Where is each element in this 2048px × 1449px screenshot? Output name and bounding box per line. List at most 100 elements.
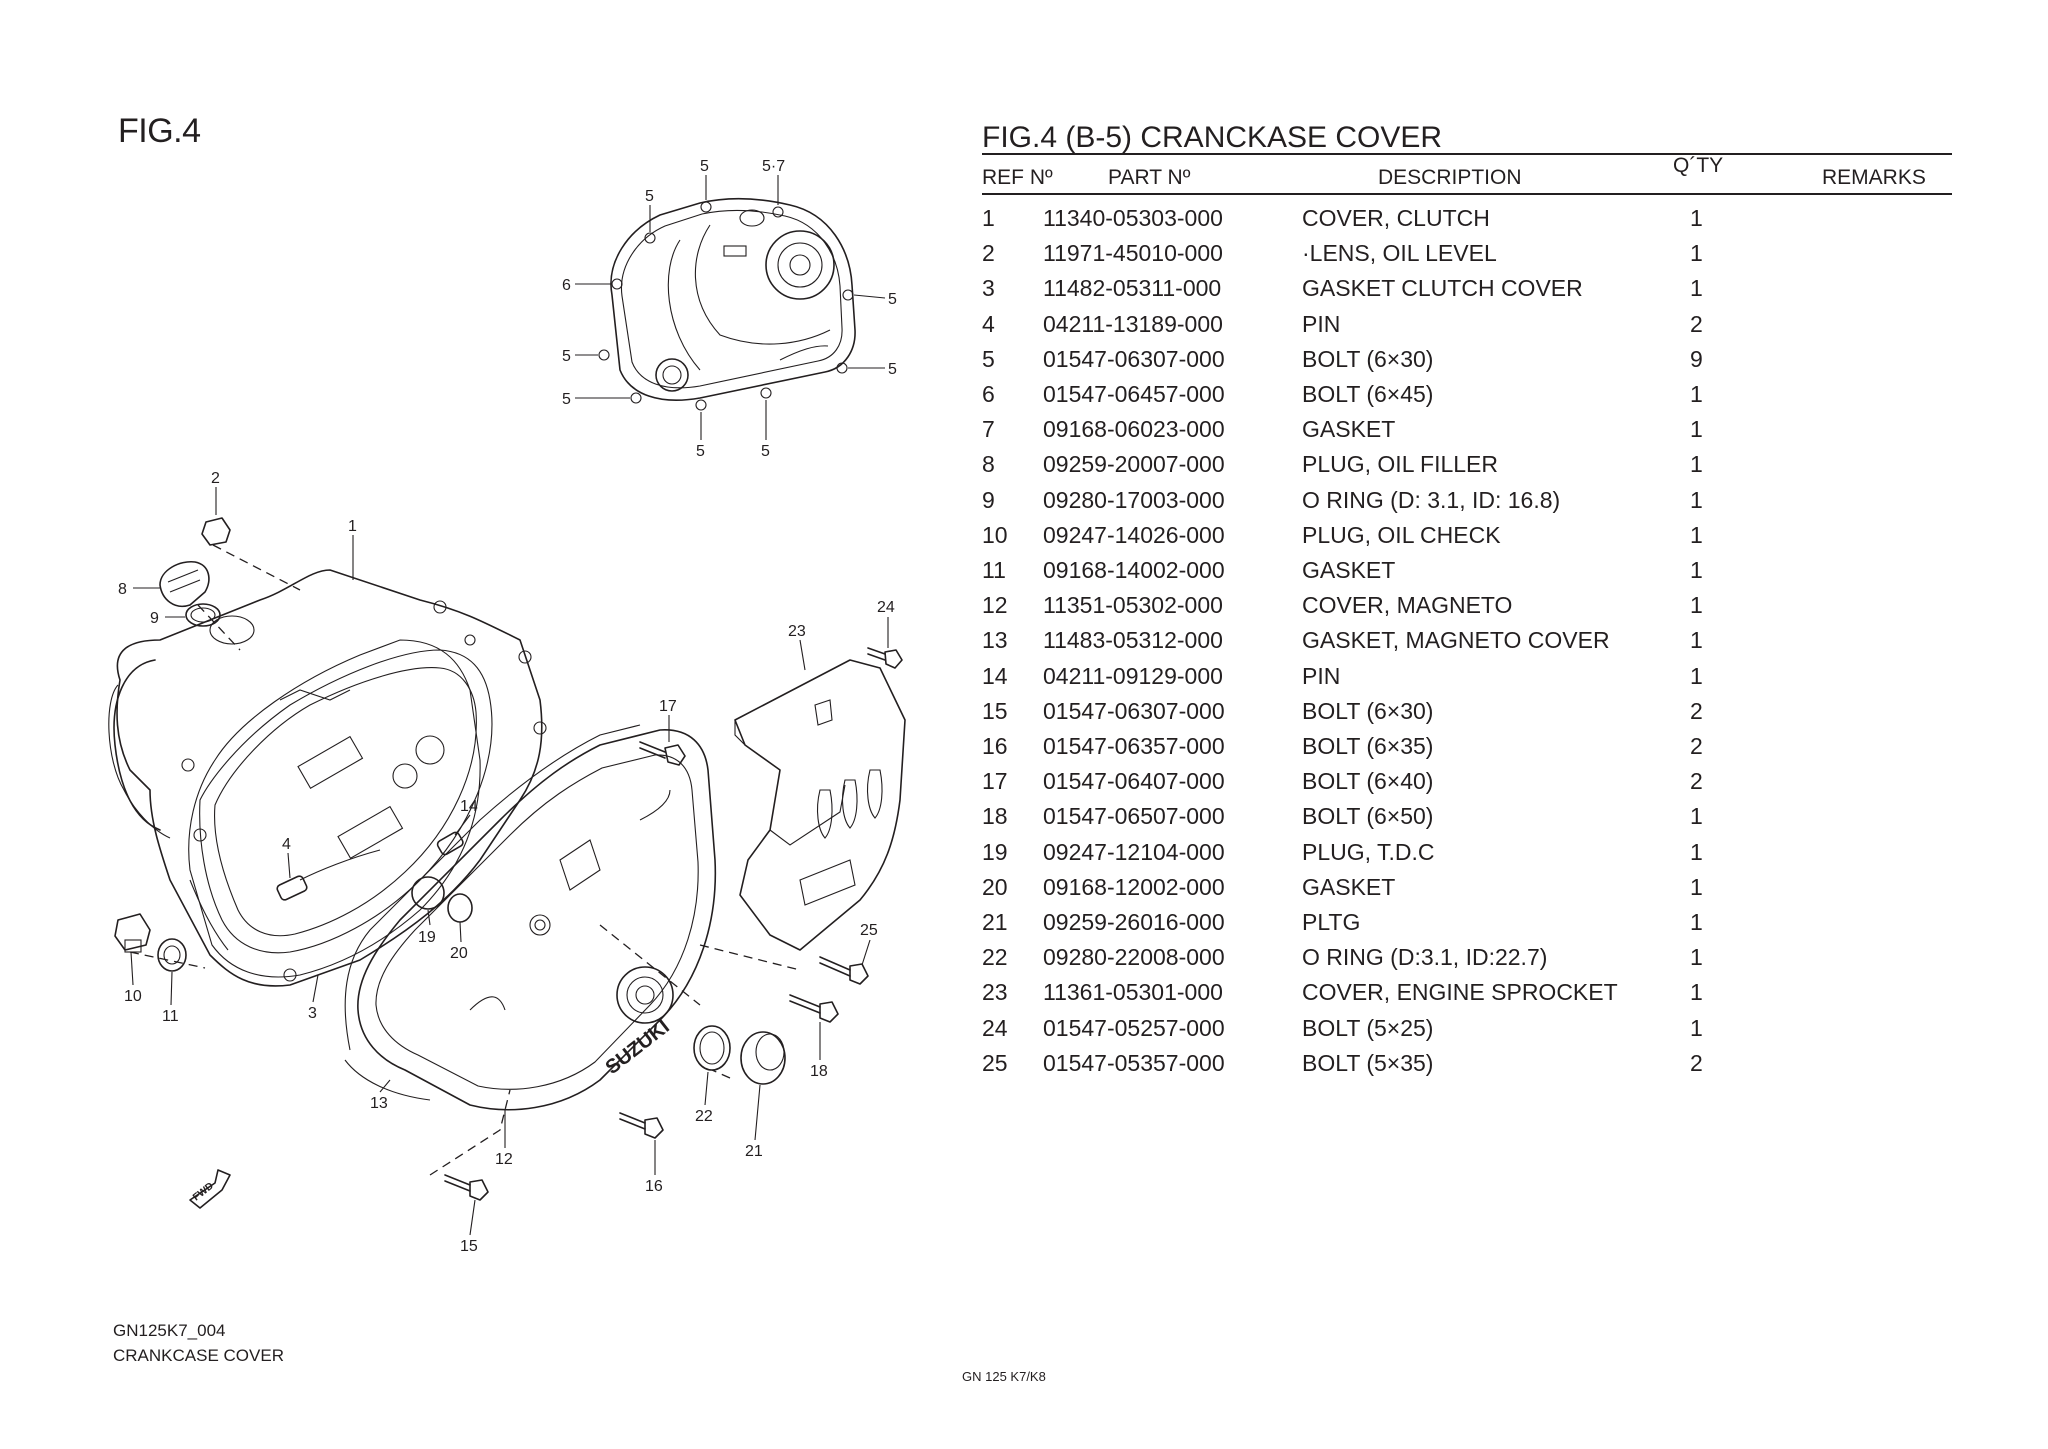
callout-20: 20 [450, 945, 468, 962]
callout-12: 12 [495, 1151, 513, 1168]
row-qty: 1 [1690, 557, 1703, 583]
row-description: GASKET CLUTCH COVER [1302, 275, 1583, 302]
row-description: BOLT (6×30) [1302, 345, 1434, 372]
row-description: PLTG [1302, 909, 1361, 935]
row-part-number: 01547-06507-000 [1043, 803, 1225, 830]
row-part-number: 09280-22008-000 [1043, 944, 1225, 971]
row-qty: 1 [1690, 592, 1703, 619]
row-qty: 1 [1690, 944, 1703, 971]
row-ref: 15 [982, 697, 1008, 724]
inset-callout: 5 [761, 443, 770, 460]
model-footer: GN 125 K7/K8 [962, 1369, 1046, 1384]
row-ref: 3 [982, 275, 995, 302]
row-ref: 9 [982, 486, 995, 513]
row-part-number: 04211-13189-000 [1043, 310, 1223, 337]
row-ref: 7 [982, 416, 995, 443]
inset-callout: 5·7 [762, 158, 785, 175]
row-description: BOLT (6×45) [1302, 381, 1434, 407]
row-ref: 8 [982, 451, 995, 478]
row-qty: 2 [1690, 697, 1703, 724]
row-description: GASKET, MAGNETO COVER [1302, 627, 1610, 654]
row-qty: 1 [1690, 486, 1703, 513]
row-ref: 25 [982, 1049, 1008, 1076]
callout-23: 23 [788, 623, 806, 640]
row-description: COVER, MAGNETO [1302, 592, 1513, 619]
row-part-number: 11340-05303-000 [1043, 205, 1223, 231]
row-qty: 1 [1690, 1014, 1703, 1041]
row-part-number: 09247-14026-000 [1043, 521, 1225, 548]
row-qty: 2 [1690, 768, 1703, 795]
row-ref: 2 [982, 240, 995, 267]
drawing-caption: CRANKCASE COVER [113, 1346, 284, 1365]
row-part-number: 01547-06407-000 [1043, 768, 1225, 795]
callout-10: 10 [124, 988, 142, 1005]
row-description: BOLT (5×35) [1302, 1049, 1434, 1076]
row-description: PLUG, OIL FILLER [1302, 451, 1498, 478]
header-remarks: REMARKS [1822, 166, 1926, 189]
header-qty: Q´TY [1673, 154, 1724, 177]
row-part-number: 11971-45010-000 [1043, 240, 1223, 267]
inset-callout: 5 [888, 361, 897, 378]
callout-15: 15 [460, 1238, 478, 1255]
row-part-number: 01547-05357-000 [1043, 1049, 1225, 1076]
header-ref: REF Nº [982, 166, 1053, 189]
row-description: BOLT (6×50) [1302, 803, 1434, 830]
row-description: BOLT (6×35) [1302, 733, 1434, 759]
callout-18: 18 [810, 1063, 828, 1080]
row-description: GASKET [1302, 873, 1396, 900]
row-qty: 1 [1690, 381, 1703, 407]
callout-9: 9 [150, 610, 159, 627]
gasket-clutch-cover-drawing [188, 639, 481, 978]
sprocket-cover-drawing [734, 659, 906, 951]
row-description: ·LENS, OIL LEVEL [1302, 240, 1497, 267]
callout-1: 1 [348, 518, 357, 535]
row-description: COVER, ENGINE SPROCKET [1302, 979, 1618, 1006]
row-ref: 1 [982, 205, 995, 231]
row-part-number: 01547-06457-000 [1043, 381, 1225, 407]
row-qty: 1 [1690, 662, 1703, 689]
inset-callout: 5 [562, 391, 571, 408]
row-part-number: 11361-05301-000 [1043, 979, 1223, 1006]
row-qty: 1 [1690, 909, 1703, 935]
callout-17: 17 [659, 698, 677, 715]
row-part-number: 09168-14002-000 [1043, 557, 1225, 583]
row-description: GASKET [1302, 557, 1396, 583]
callout-21: 21 [745, 1143, 763, 1160]
row-ref: 21 [982, 909, 1008, 935]
row-qty: 1 [1690, 275, 1703, 302]
row-qty: 1 [1690, 627, 1703, 654]
row-part-number: 09168-12002-000 [1043, 873, 1225, 900]
row-qty: 2 [1690, 1049, 1703, 1076]
callout-14: 14 [460, 798, 478, 815]
callout-19: 19 [418, 929, 436, 946]
row-ref: 11 [982, 557, 1006, 583]
table-title: FIG.4 (B-5) CRANCKASE COVER [982, 121, 1443, 154]
row-part-number: 09280-17003-000 [1043, 486, 1225, 513]
inset-callout: 6 [562, 277, 571, 294]
inset-clutch-cover-view: 5 5·7 5 6 5 5 5 5 5 5 [562, 158, 897, 460]
row-ref: 20 [982, 873, 1008, 900]
header-part: PART Nº [1108, 166, 1191, 189]
row-ref: 6 [982, 381, 995, 407]
row-qty: 1 [1690, 416, 1703, 443]
row-ref: 19 [982, 838, 1008, 865]
row-part-number: 09168-06023-000 [1043, 416, 1225, 443]
row-ref: 5 [982, 345, 995, 372]
row-description: BOLT (6×30) [1302, 697, 1434, 724]
row-description: PLUG, OIL CHECK [1302, 521, 1501, 548]
row-ref: 24 [982, 1014, 1008, 1041]
row-description: O RING (D: 3.1, ID: 16.8) [1302, 486, 1561, 513]
row-description: COVER, CLUTCH [1302, 205, 1490, 231]
row-qty: 1 [1690, 521, 1703, 548]
row-part-number: 01547-06307-000 [1043, 345, 1225, 372]
drawing-code: GN125K7_004 [113, 1321, 226, 1340]
row-ref: 16 [982, 733, 1008, 759]
callout-3: 3 [308, 1005, 317, 1022]
row-qty: 1 [1690, 979, 1703, 1006]
callout-11: 11 [162, 1008, 179, 1025]
inset-callout: 5 [696, 443, 705, 460]
row-description: PIN [1302, 662, 1341, 689]
row-ref: 17 [982, 768, 1008, 795]
row-ref: 12 [982, 592, 1008, 619]
row-ref: 22 [982, 944, 1008, 971]
